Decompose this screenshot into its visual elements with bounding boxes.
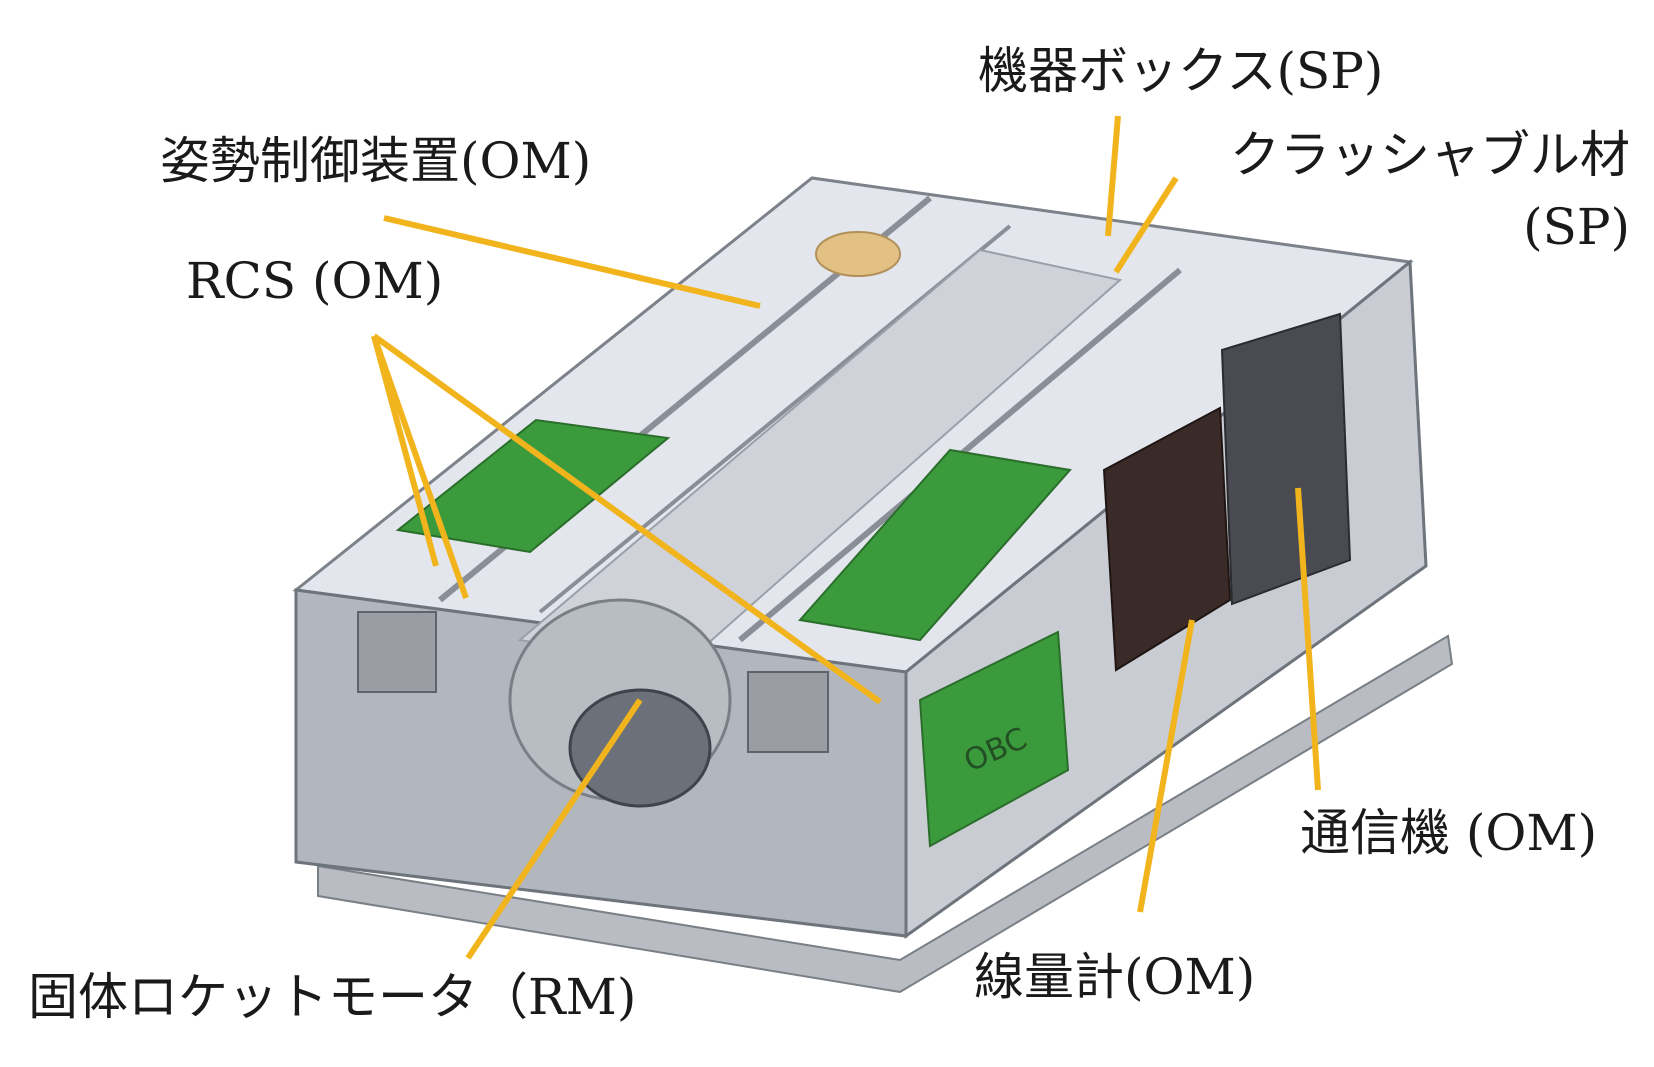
base-plate (317, 634, 1454, 994)
leader-instrument-box (1105, 115, 1121, 237)
leader-communication (1295, 487, 1321, 791)
label-crushable-material: クラッシャブル材 (1230, 126, 1630, 184)
label-rcs: RCS (OM) (186, 252, 444, 310)
front-panel-left (357, 611, 437, 693)
rcs-board-left (395, 418, 671, 554)
comm-module (1220, 312, 1352, 606)
front-panel-right (747, 671, 829, 753)
leader-lines (371, 115, 1321, 960)
leader-attitude (383, 215, 761, 309)
label-communication: 通信機 (OM) (1300, 804, 1598, 862)
leader-rcs-left (371, 335, 469, 599)
attitude-actuator (815, 231, 901, 277)
leader-rcs-mid (371, 335, 439, 567)
label-instrument-box: 機器ボックス(SP) (978, 42, 1384, 100)
leader-crushable (1113, 176, 1179, 274)
leader-rcs-right (372, 333, 882, 705)
label-solid-rocket-motor: 固体ロケットモータ（RM) (28, 968, 637, 1026)
dosimeter-module (1102, 406, 1232, 672)
label-dosimeter: 線量計(OM) (974, 948, 1256, 1006)
obc-board (918, 630, 1070, 848)
label-crushable-material-sp: (SP) (1523, 198, 1630, 256)
leader-dosimeter (1137, 619, 1195, 913)
motor-nozzle (568, 688, 712, 808)
label-attitude-control: 姿勢制御装置(OM) (160, 132, 592, 190)
leader-motor (465, 698, 643, 960)
rcs-board-right (798, 448, 1072, 642)
